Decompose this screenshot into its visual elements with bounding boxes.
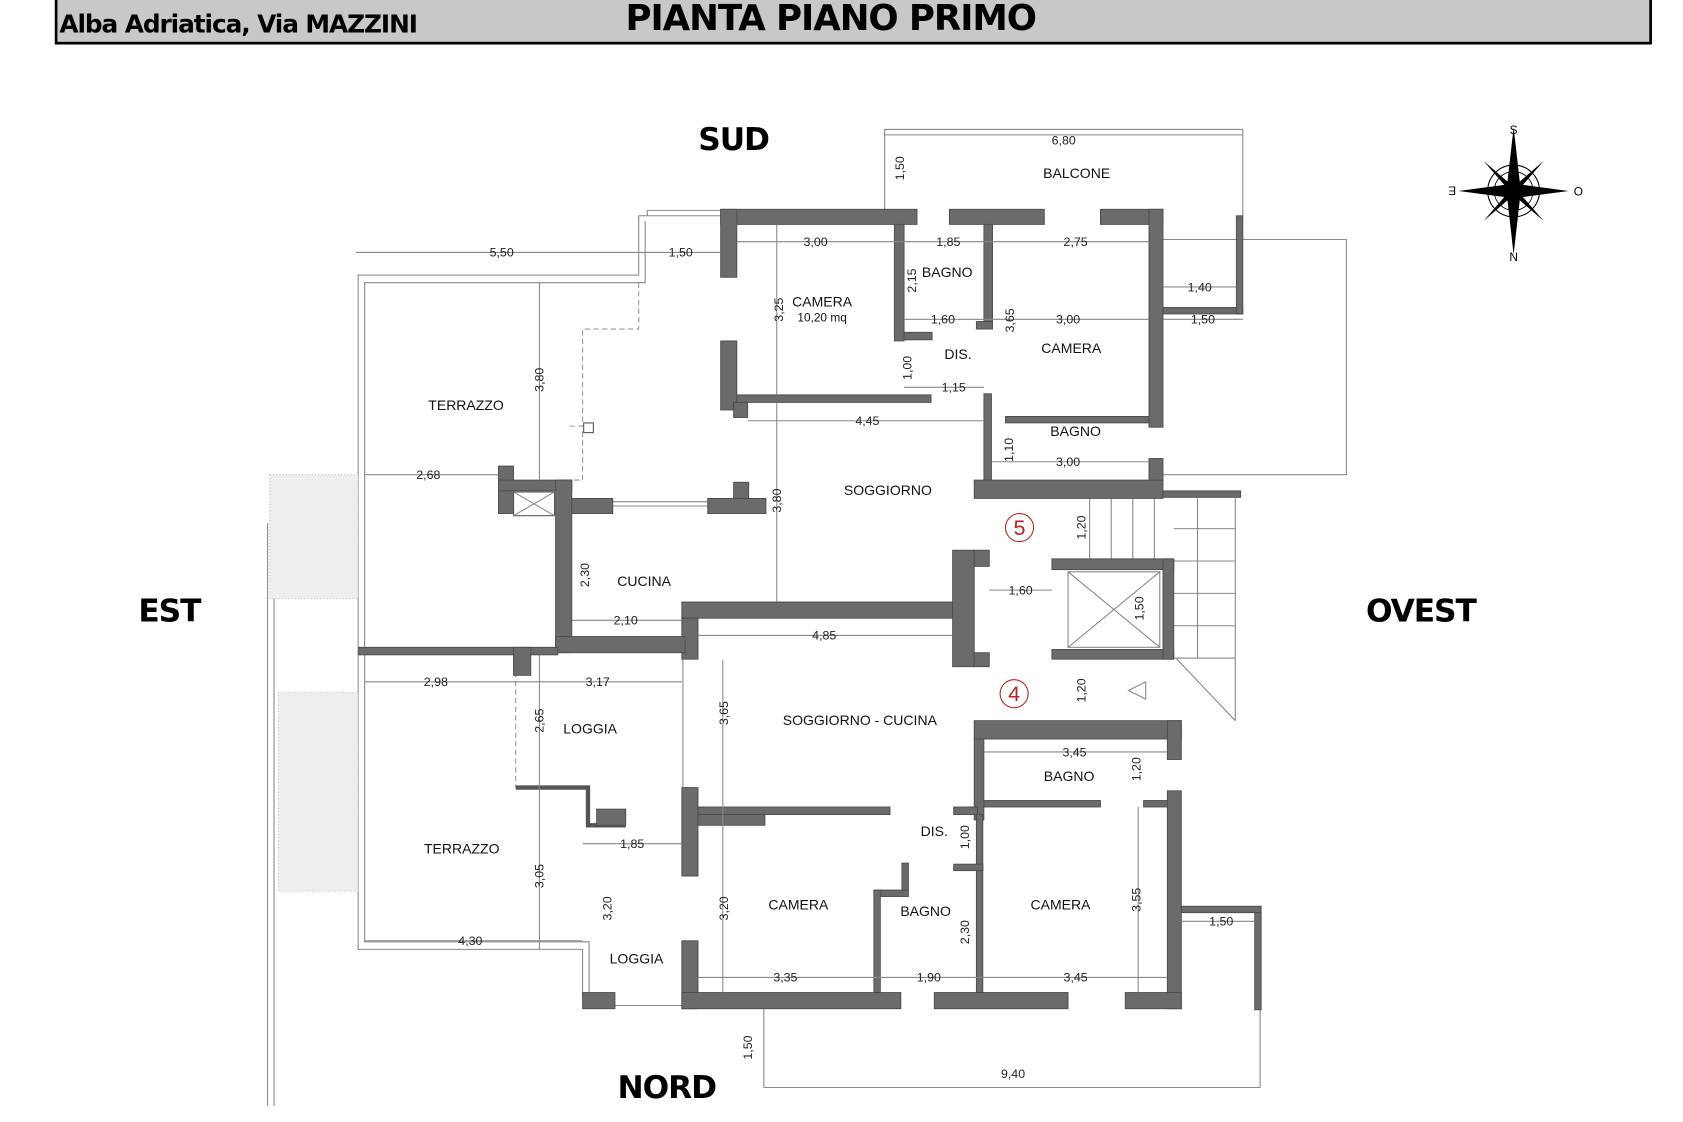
dimension-label: 1,85 xyxy=(620,837,644,851)
room-label: CAMERA xyxy=(1041,340,1102,356)
direction-west: OVEST xyxy=(1366,593,1477,629)
stair-number-label: 4 xyxy=(1008,681,1020,706)
dimension-label: 1,60 xyxy=(931,313,955,327)
room-labels: BALCONE CAMERA 10,20 mq BAGNO DIS. CAMER… xyxy=(424,165,1110,966)
room-label: SOGGIORNO xyxy=(844,482,932,498)
dimension-label: 1,85 xyxy=(936,235,960,249)
dimension-label: 3,20 xyxy=(717,896,731,920)
dimension-label: 3,80 xyxy=(533,368,547,392)
dimension-label: 3,45 xyxy=(1064,971,1088,985)
room-area: 10,20 mq xyxy=(797,310,846,324)
dimension-label: 1,50 xyxy=(741,1035,755,1059)
dimension-labels: 6,80 1,50 5,50 1,50 3,00 1,85 2,75 2,15 … xyxy=(416,134,1233,1081)
dimension-label: 2,75 xyxy=(1064,235,1088,249)
address-label: Alba Adriatica, Via MAZZINI xyxy=(59,9,417,38)
dimension-label: 3,55 xyxy=(1129,888,1143,912)
compass-e-label: E xyxy=(1448,184,1456,198)
room-label: LOGGIA xyxy=(610,950,664,966)
dimension-label: 3,45 xyxy=(1062,745,1086,759)
room-label: DIS. xyxy=(944,346,971,362)
dimension-label: 3,17 xyxy=(586,675,610,689)
dimension-label: 2,30 xyxy=(578,563,592,587)
dimension-label: 1,40 xyxy=(1188,280,1212,294)
room-label: TERRAZZO xyxy=(428,397,504,413)
room-label: CUCINA xyxy=(617,573,671,589)
dimension-lines xyxy=(356,134,1255,993)
outline-lines xyxy=(267,128,1347,1106)
dimension-label: 5,50 xyxy=(490,246,514,260)
dimension-label: 3,80 xyxy=(770,488,784,512)
room-label: BALCONE xyxy=(1043,165,1110,181)
room-label: BAGNO xyxy=(900,903,951,919)
dimension-label: 2,68 xyxy=(416,468,440,482)
dimension-label: 3,25 xyxy=(772,297,786,321)
dimension-label: 4,30 xyxy=(458,934,482,948)
header-bar: Alba Adriatica, Via MAZZINI PIANTA PIANO… xyxy=(54,0,1652,45)
room-label: TERRAZZO xyxy=(424,840,500,856)
dimension-label: 1,50 xyxy=(1133,596,1147,620)
room-label: BAGNO xyxy=(1044,768,1095,784)
room-label: BAGNO xyxy=(922,264,973,280)
dimension-label: 3,35 xyxy=(773,971,797,985)
dimension-label: 1,00 xyxy=(901,356,915,380)
room-label: CAMERA xyxy=(1031,896,1092,912)
dimension-label: 2,98 xyxy=(424,675,448,689)
dimension-label: 6,80 xyxy=(1052,134,1076,148)
room-label: BAGNO xyxy=(1050,423,1101,439)
dimension-label: 9,40 xyxy=(1001,1067,1025,1081)
dimension-label: 1,90 xyxy=(917,971,941,985)
dimension-label: 3,65 xyxy=(1003,308,1017,332)
stair-number-4: 4 xyxy=(999,679,1029,709)
dimension-label: 2,15 xyxy=(905,268,919,292)
compass-rose-icon: S N E O xyxy=(1448,123,1583,264)
dimension-label: 1,50 xyxy=(669,246,693,260)
room-label: LOGGIA xyxy=(563,721,617,737)
dimension-label: 1,20 xyxy=(1074,515,1088,539)
dimension-label: 1,20 xyxy=(1074,678,1088,702)
stair-number-label: 5 xyxy=(1014,515,1026,540)
dimension-label: 3,00 xyxy=(1056,455,1080,469)
room-label: CAMERA xyxy=(792,293,853,309)
compass-s-label: S xyxy=(1510,123,1518,137)
room-label: CAMERA xyxy=(768,896,829,912)
dimension-label: 1,20 xyxy=(1129,757,1143,781)
dimension-label: 3,00 xyxy=(1056,313,1080,327)
dimension-label: 1,10 xyxy=(1002,438,1016,462)
dimension-label: 1,50 xyxy=(1191,313,1215,327)
dimension-label: 3,65 xyxy=(717,701,731,725)
stair-number-5: 5 xyxy=(1004,512,1035,543)
dimension-label: 1,50 xyxy=(1209,915,1233,929)
direction-north: NORD xyxy=(617,1070,716,1106)
room-label: DIS. xyxy=(921,823,948,839)
dimension-label: 1,15 xyxy=(942,381,966,395)
plan-title: PIANTA PIANO PRIMO xyxy=(625,0,1035,39)
dimension-label: 1,60 xyxy=(1009,583,1033,597)
room-label: SOGGIORNO - CUCINA xyxy=(783,712,938,728)
dimension-label: 2,10 xyxy=(614,614,638,628)
dimension-label: 1,50 xyxy=(893,156,907,180)
direction-south: SUD xyxy=(698,122,769,158)
dimension-label: 3,05 xyxy=(533,864,547,888)
direction-east: EST xyxy=(138,593,202,629)
staircase xyxy=(512,491,1236,722)
compass-n-label: N xyxy=(1509,250,1518,264)
walls xyxy=(357,208,1262,1011)
dimension-label: 3,00 xyxy=(804,235,828,249)
dimension-label: 1,00 xyxy=(958,825,972,849)
dimension-label: 3,20 xyxy=(601,896,615,920)
compass-o-label: O xyxy=(1574,184,1583,198)
dimension-label: 4,85 xyxy=(812,629,836,643)
dimension-label: 2,65 xyxy=(533,709,547,733)
dimension-label: 2,30 xyxy=(958,920,972,944)
dimension-label: 4,45 xyxy=(855,414,879,428)
